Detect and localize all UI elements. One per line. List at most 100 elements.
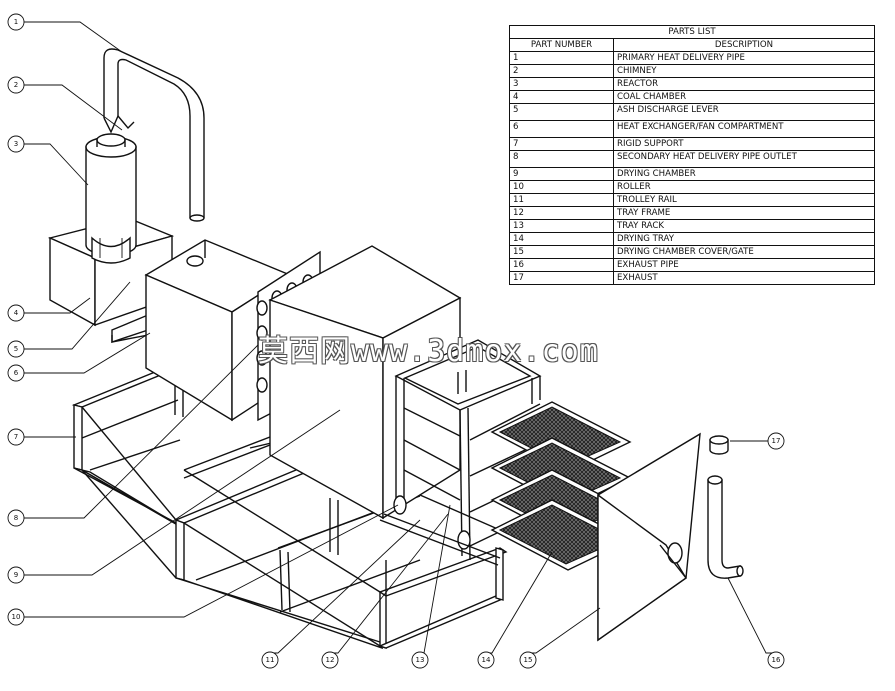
part-description-cell: DRYING CHAMBER COVER/GATE <box>613 245 875 259</box>
callout-14: 14 <box>477 651 495 669</box>
part-description-cell: ASH DISCHARGE LEVER <box>613 103 875 121</box>
part-description-cell: TRAY RACK <box>613 219 875 233</box>
svg-text:6: 6 <box>14 369 19 377</box>
part-number-cell: 1 <box>509 51 614 65</box>
primary-heat-delivery-pipe <box>103 48 205 222</box>
part-description-cell: TROLLEY RAIL <box>613 193 875 207</box>
column-header-part-number: PART NUMBER <box>509 38 614 52</box>
trolley-rail-rollers <box>379 494 501 566</box>
svg-text:4: 4 <box>14 309 19 317</box>
svg-text:1: 1 <box>14 18 18 26</box>
callout-8: 8 <box>7 509 25 527</box>
part-description-cell: ROLLER <box>613 180 875 194</box>
part-number-cell: 14 <box>509 232 614 246</box>
part-number-cell: 10 <box>509 180 614 194</box>
part-number-cell: 16 <box>509 258 614 272</box>
callout-10: 10 <box>7 608 25 626</box>
part-number-cell: 17 <box>509 271 614 285</box>
callout-6: 6 <box>7 364 25 382</box>
parts-list-title: PARTS LIST <box>509 25 875 39</box>
part-number-cell: 11 <box>509 193 614 207</box>
callout-16: 16 <box>767 651 785 669</box>
callout-bubbles: 1 2 3 4 5 6 7 8 9 10 11 12 13 14 15 16 1… <box>7 13 785 669</box>
reactor <box>85 133 137 264</box>
watermark-text: 莫西网www.3dmox.com <box>258 334 599 369</box>
callout-1: 1 <box>7 13 25 31</box>
callout-2: 2 <box>7 76 25 94</box>
drying-trays <box>490 401 632 571</box>
callout-4: 4 <box>7 304 25 322</box>
callout-12: 12 <box>321 651 339 669</box>
svg-text:5: 5 <box>14 345 18 353</box>
svg-text:13: 13 <box>416 656 425 664</box>
part-description-cell: CHIMNEY <box>613 64 875 78</box>
exhaust-pipe <box>707 435 744 579</box>
callout-9: 9 <box>7 566 25 584</box>
tray-rack <box>394 339 542 561</box>
part-description-cell: REACTOR <box>613 77 875 91</box>
part-number-cell: 3 <box>509 77 614 91</box>
part-number-cell: 15 <box>509 245 614 259</box>
part-number-cell: 2 <box>509 64 614 78</box>
part-description-cell: EXHAUST PIPE <box>613 258 875 272</box>
part-number-cell: 8 <box>509 150 614 168</box>
svg-text:10: 10 <box>12 613 21 621</box>
part-number-cell: 12 <box>509 206 614 220</box>
part-description-cell: RIGID SUPPORT <box>613 137 875 151</box>
callout-13: 13 <box>411 651 429 669</box>
svg-text:3: 3 <box>14 140 18 148</box>
svg-text:8: 8 <box>14 514 18 522</box>
svg-text:17: 17 <box>772 437 781 445</box>
svg-text:9: 9 <box>14 571 18 579</box>
callout-3: 3 <box>7 135 25 153</box>
part-description-cell: HEAT EXCHANGER/FAN COMPARTMENT <box>613 120 875 138</box>
part-description-cell: TRAY FRAME <box>613 206 875 220</box>
svg-text:7: 7 <box>14 433 18 441</box>
column-header-description: DESCRIPTION <box>613 38 875 52</box>
svg-text:14: 14 <box>482 656 491 664</box>
svg-text:16: 16 <box>772 656 781 664</box>
drying-chamber-cover-gate <box>597 432 701 642</box>
part-description-cell: SECONDARY HEAT DELIVERY PIPE OUTLET <box>613 150 875 168</box>
callout-17: 17 <box>767 432 785 450</box>
part-number-cell: 6 <box>509 120 614 138</box>
part-description-cell: DRYING TRAY <box>613 232 875 246</box>
callout-5: 5 <box>7 340 25 358</box>
part-number-cell: 7 <box>509 137 614 151</box>
svg-text:12: 12 <box>326 656 335 664</box>
svg-text:15: 15 <box>524 656 533 664</box>
part-number-cell: 9 <box>509 167 614 181</box>
part-number-cell: 4 <box>509 90 614 104</box>
part-description-cell: EXHAUST <box>613 271 875 285</box>
part-description-cell: COAL CHAMBER <box>613 90 875 104</box>
part-description-cell: DRYING CHAMBER <box>613 167 875 181</box>
callout-15: 15 <box>519 651 537 669</box>
part-number-cell: 5 <box>509 103 614 121</box>
callout-7: 7 <box>7 428 25 446</box>
part-description-cell: PRIMARY HEAT DELIVERY PIPE <box>613 51 875 65</box>
svg-text:2: 2 <box>14 81 18 89</box>
svg-text:11: 11 <box>266 656 275 664</box>
drying-chamber <box>268 245 462 520</box>
callout-11: 11 <box>261 651 279 669</box>
